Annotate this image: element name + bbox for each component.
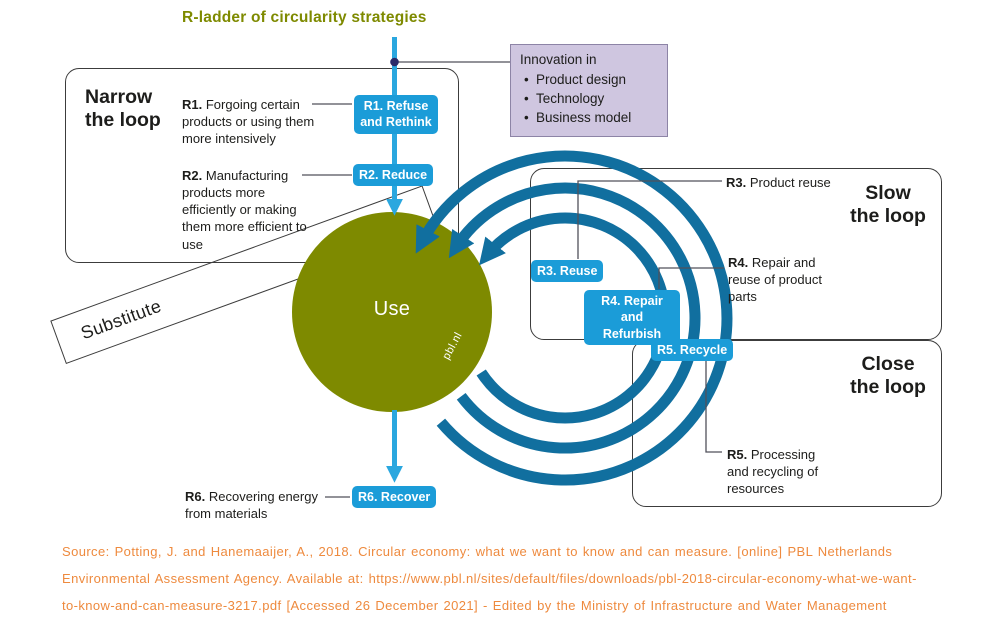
r3-prefix: R3. bbox=[726, 175, 747, 190]
badge-r2-reduce: R2. Reduce bbox=[353, 164, 434, 187]
innovation-item-technology: Technology bbox=[524, 89, 658, 108]
r4-text: Repair and reuse of product parts bbox=[728, 255, 822, 305]
close-item-r5: R5. Processing and recycling of resource… bbox=[727, 446, 839, 497]
r6-prefix: R6. bbox=[185, 489, 206, 504]
slow-item-r4: R4. Repair and reuse of product parts bbox=[728, 254, 840, 305]
narrow-item-r1: R1. Forgoing certain products or using t… bbox=[182, 96, 322, 147]
r1-text: Forgoing certain products or using them … bbox=[182, 97, 315, 147]
pbl-watermark: pbl.nl bbox=[440, 330, 465, 362]
innovation-title: Innovation in bbox=[520, 52, 597, 67]
substitute-label: Substitute bbox=[78, 295, 164, 343]
slow-item-r3: R3. Product reuse bbox=[726, 174, 856, 191]
junction-dot bbox=[390, 57, 399, 67]
innovation-box: Innovation in Product design Technology … bbox=[510, 44, 668, 138]
recover-item-r6: R6. Recovering energy from materials bbox=[185, 488, 343, 522]
r3-text: Product reuse bbox=[749, 175, 831, 190]
r4-prefix: R4. bbox=[728, 255, 749, 270]
narrow-loop-label: Narrow the loop bbox=[85, 86, 161, 131]
source-citation: Source: Potting, J. and Hanemaaijer, A.,… bbox=[62, 538, 962, 619]
badge-r1-refuse-rethink: R1. Refuse and Rethink bbox=[354, 95, 438, 134]
use-circle: Use pbl.nl bbox=[292, 212, 492, 412]
source-line: Environmental Assessment Agency. Availab… bbox=[62, 571, 917, 586]
diagram-title: R-ladder of circularity strategies bbox=[182, 9, 427, 26]
narrow-item-r2: R2. Manufacturing products more efficien… bbox=[182, 167, 310, 253]
r5-text: Processing and recycling of resources bbox=[727, 447, 819, 497]
badge-r5-recycle: R5. Recycle bbox=[651, 339, 734, 362]
badge-r3-reuse: R3. Reuse bbox=[531, 260, 604, 283]
source-line: Source: Potting, J. and Hanemaaijer, A.,… bbox=[62, 544, 893, 559]
r2-prefix: R2. bbox=[182, 168, 203, 183]
slow-loop-label: Slow the loop bbox=[850, 182, 926, 227]
r1-prefix: R1. bbox=[182, 97, 203, 112]
badge-r4-repair-refurbish: R4. Repair and Refurbish bbox=[584, 290, 680, 345]
innovation-item-product-design: Product design bbox=[524, 70, 658, 89]
source-line: to-know-and-can-measure-3217.pdf [Access… bbox=[62, 598, 887, 613]
innovation-item-business-model: Business model bbox=[524, 108, 658, 127]
r5-prefix: R5. bbox=[727, 447, 748, 462]
r2-text: Manufacturing products more efficiently … bbox=[182, 168, 307, 252]
innovation-list: Product design Technology Business model bbox=[520, 70, 658, 128]
use-label: Use bbox=[373, 298, 411, 320]
badge-r6-recover: R6. Recover bbox=[352, 486, 437, 509]
close-loop-label: Close the loop bbox=[850, 353, 926, 398]
r6-text: Recovering energy from materials bbox=[185, 489, 318, 522]
